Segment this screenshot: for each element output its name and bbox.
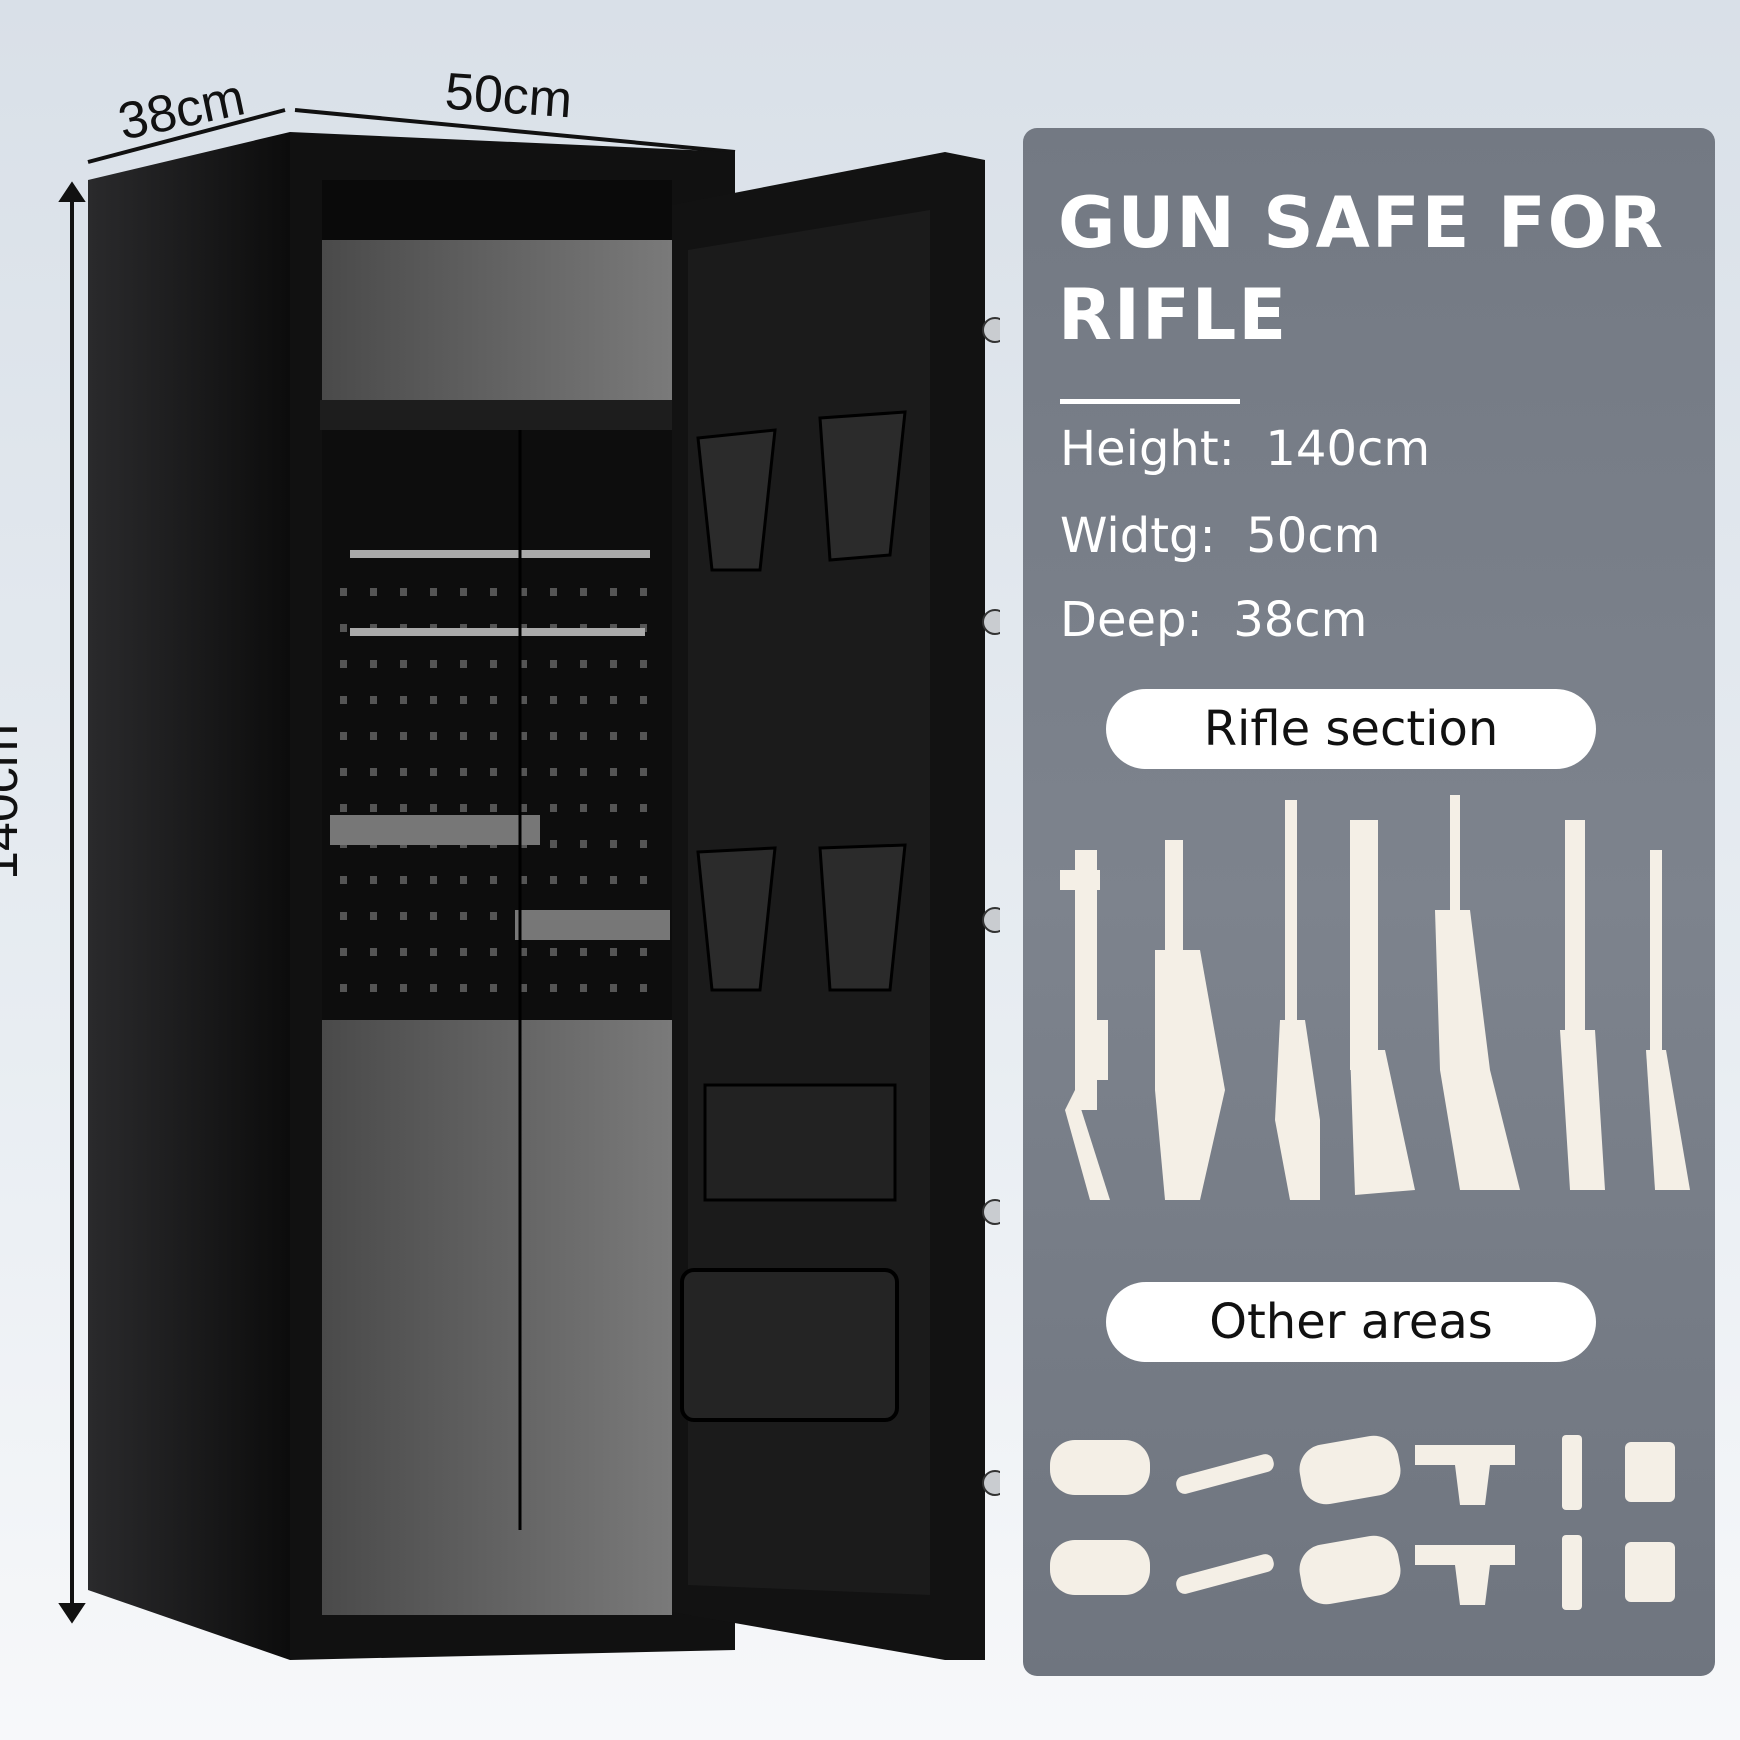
width-arrow bbox=[294, 108, 736, 154]
width-label: 50cm bbox=[443, 62, 575, 130]
binoculars-icon bbox=[1050, 1440, 1150, 1595]
binoculars-alt-icon bbox=[1299, 1435, 1401, 1605]
spec-depth: Deep: 38cm bbox=[1060, 596, 1367, 644]
spec-value: 50cm bbox=[1246, 508, 1381, 564]
scope-icon bbox=[1176, 1454, 1274, 1594]
rifle-icons bbox=[1060, 795, 1690, 1200]
accessory-icons bbox=[1050, 1435, 1675, 1610]
hunting-rifle-icon bbox=[1646, 850, 1690, 1190]
spec-label: Widtg: bbox=[1060, 508, 1216, 564]
rifle-section-badge: Rifle section bbox=[1106, 689, 1596, 769]
door-storage-pouch bbox=[680, 1268, 899, 1422]
tactical-rifle-icon bbox=[1350, 820, 1415, 1195]
safe-side-panel bbox=[88, 132, 290, 1660]
door-document-pocket bbox=[703, 1083, 897, 1202]
spec-height: Height: 140cm bbox=[1060, 425, 1430, 473]
door-pistol-pouches bbox=[696, 410, 907, 992]
panel-title-line2: RIFLE bbox=[1058, 274, 1289, 356]
spec-value: 140cm bbox=[1265, 421, 1431, 477]
spec-label: Height: bbox=[1060, 421, 1235, 477]
interior-rail bbox=[350, 550, 650, 558]
ammo-icon bbox=[1625, 1442, 1675, 1602]
pistol-icon bbox=[1415, 1445, 1515, 1605]
spec-width: Widtg: 50cm bbox=[1060, 512, 1380, 560]
depth-arrow bbox=[87, 108, 286, 164]
other-areas-badge: Other areas bbox=[1106, 1282, 1596, 1362]
height-arrow bbox=[58, 181, 86, 1624]
title-divider bbox=[1060, 399, 1240, 404]
panel-title-line1: GUN SAFE FOR bbox=[1058, 182, 1666, 264]
magazine-icon bbox=[1562, 1435, 1582, 1610]
locking-bolts bbox=[982, 317, 1000, 1496]
shotgun-icon bbox=[1560, 820, 1605, 1190]
shelf bbox=[320, 400, 675, 430]
bolt-action-rifle-icon bbox=[1275, 800, 1320, 1200]
spec-label: Deep: bbox=[1060, 592, 1203, 648]
m16-rifle-icon bbox=[1435, 795, 1520, 1190]
interior-bottom-felt bbox=[322, 1020, 672, 1615]
ak-rifle-icon bbox=[1060, 850, 1110, 1200]
barrel-rest bbox=[330, 815, 540, 845]
bullpup-rifle-icon bbox=[1155, 840, 1225, 1200]
spec-value: 38cm bbox=[1233, 592, 1368, 648]
gun-safe-illustration bbox=[58, 108, 1000, 1660]
height-label: 140cm bbox=[0, 723, 29, 880]
